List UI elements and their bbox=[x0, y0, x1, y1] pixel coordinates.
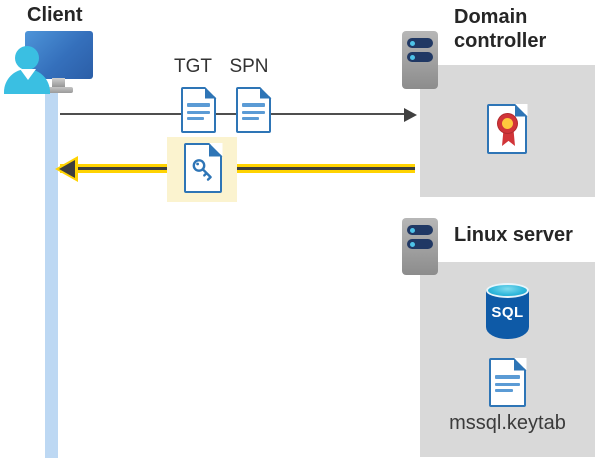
certificate-seal-center bbox=[502, 118, 513, 129]
client-timeline-bar bbox=[45, 92, 58, 458]
document-line bbox=[495, 382, 520, 386]
client-label: Client bbox=[27, 4, 83, 26]
server-slot-icon bbox=[407, 225, 433, 235]
linux-server-icon bbox=[402, 218, 438, 275]
response-arrow-line bbox=[60, 167, 415, 170]
certificate-icon bbox=[487, 103, 528, 154]
server-slot-icon bbox=[407, 38, 433, 48]
monitor-stand-neck bbox=[52, 78, 65, 88]
sql-database-icon: SQL bbox=[486, 283, 529, 340]
request-arrow-head-icon bbox=[404, 108, 417, 122]
document-lines bbox=[183, 89, 214, 120]
user-collar-detail bbox=[20, 69, 36, 80]
user-icon bbox=[15, 46, 39, 70]
request-arrow-line bbox=[60, 113, 406, 115]
document-line bbox=[187, 110, 210, 114]
key-document-icon bbox=[184, 142, 223, 193]
sql-badge-label: SQL bbox=[491, 304, 524, 321]
spn-document-icon bbox=[236, 86, 272, 133]
keytab-document-icon bbox=[489, 357, 527, 407]
document-lines bbox=[491, 360, 524, 392]
tgt-label: TGT bbox=[174, 56, 212, 77]
domain-controller-label: Domain controller bbox=[454, 6, 547, 52]
server-slot-icon bbox=[407, 239, 433, 249]
document-line bbox=[495, 375, 520, 379]
sql-cylinder-top bbox=[486, 283, 529, 298]
domain-controller-server-icon bbox=[402, 31, 438, 89]
document-line bbox=[495, 389, 514, 392]
certificate-ribbon-icon bbox=[502, 129, 515, 146]
document-line bbox=[242, 103, 265, 107]
document-line bbox=[242, 110, 265, 114]
response-arrow-head-icon bbox=[59, 160, 75, 178]
spn-label: SPN bbox=[229, 56, 269, 77]
keytab-filename-label: mssql.keytab bbox=[449, 412, 566, 434]
document-lines bbox=[238, 89, 269, 120]
document-line bbox=[242, 117, 260, 120]
document-line bbox=[187, 117, 205, 120]
linux-server-label: Linux server bbox=[454, 224, 573, 246]
tgt-document-icon bbox=[181, 86, 217, 133]
server-slot-icon bbox=[407, 52, 433, 62]
document-line bbox=[187, 103, 210, 107]
key-icon bbox=[192, 159, 212, 181]
monitor-stand-base bbox=[45, 87, 73, 93]
sql-cylinder-body bbox=[486, 290, 529, 339]
